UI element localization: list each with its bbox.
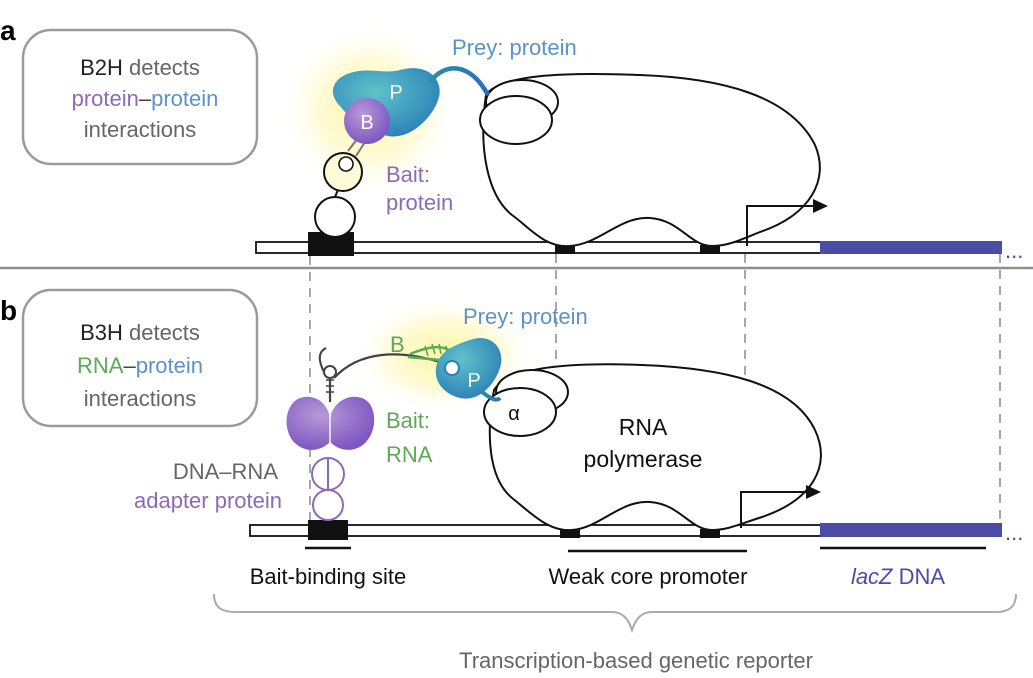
panel-a-ellipsis: ...: [1005, 238, 1023, 263]
panel-a-info-line1: B2H detects: [80, 55, 200, 80]
panel-a-polymerase: [482, 73, 821, 248]
panel-b-adapter-label-line2: adapter protein: [134, 488, 282, 513]
panel-b-polymerase-line1: RNA: [619, 414, 668, 440]
panel-b-promoter-block-1: [560, 529, 580, 538]
bait-site-label: Bait-binding site: [250, 564, 407, 589]
panel-a-dna: [255, 241, 917, 254]
panel-b-adapter-dbd-lower: [312, 489, 344, 521]
panel-b-bait-marker: B: [390, 332, 405, 357]
panel-b-lacz-bar: [820, 523, 1002, 537]
panel-a-bait-label-line2: protein: [386, 190, 453, 215]
panel-b-info-box: B3H detects RNA–protein interactions: [21, 288, 259, 428]
panel-a-promoter-block-2: [700, 245, 720, 254]
panel-b-prey-label: Prey: protein: [463, 304, 588, 329]
panel-a-info-box: B2H detects protein–protein interactions: [21, 28, 259, 166]
panel-a-letter: a: [0, 15, 16, 46]
panel-b-bait-label-line1: Bait:: [386, 408, 430, 433]
panel-a-prey-label: Prey: protein: [452, 35, 577, 60]
panel-b-prey-protein: [435, 338, 502, 399]
panel-a-bait-protein: [344, 98, 390, 144]
panel-b-alpha-ntd: [483, 387, 557, 437]
panel-b-info-line1: B3H detects: [80, 320, 200, 345]
panel-a-bait-marker: B: [360, 112, 373, 134]
panel-a: a B2H detects protein–protein interactio…: [0, 15, 1023, 263]
panel-b-adapter-label-line1: DNA–RNA: [173, 459, 278, 484]
panel-a-prey-marker: P: [389, 82, 402, 104]
panel-a-alpha-ntd: [479, 95, 553, 145]
reporter-brace: [213, 593, 1017, 634]
panel-a-prey-linker: [428, 66, 490, 97]
panel-b-bait-label-line2: RNA: [386, 442, 433, 467]
promoter-label: Weak core promoter: [549, 564, 748, 589]
panel-b-prey-linker: [480, 390, 502, 402]
panel-b-bait-site-block: [308, 520, 348, 540]
panel-a-tss-arrow: [746, 205, 815, 246]
panel-a-info-line2: protein–protein: [72, 86, 219, 111]
panel-a-lacz-bar: [820, 241, 1002, 254]
panel-b: b B3H detects RNA–protein interactions .…: [0, 288, 1023, 545]
panel-a-bait-label-line1: Bait:: [386, 162, 430, 187]
bottom-labels: Bait-binding site Weak core promoter lac…: [213, 546, 1017, 673]
lacz-label: lacZ DNA: [851, 564, 945, 589]
reporter-label: Transcription-based genetic reporter: [459, 648, 813, 673]
panel-b-polymerase-line2: polymerase: [584, 446, 703, 472]
panel-b-tss-arrowhead: [806, 485, 821, 499]
panel-b-polymerase: [488, 363, 822, 532]
panel-b-prey-marker: P: [467, 370, 480, 392]
panel-a-info-line3: interactions: [84, 117, 197, 142]
panel-b-alpha-marker: α: [508, 403, 520, 425]
panel-a-bait-dbd: [314, 196, 356, 238]
panel-b-prey-dot: [444, 360, 460, 376]
panel-b-tss-arrow: [740, 491, 808, 528]
panel-a-promoter-block-1: [555, 245, 575, 254]
panel-b-ellipsis: ...: [1005, 520, 1023, 545]
panel-b-letter: b: [0, 295, 17, 326]
panel-b-info-line2: RNA–protein: [77, 353, 203, 378]
panel-b-promoter-block-2: [700, 529, 720, 538]
panel-a-tss-arrowhead: [813, 199, 828, 213]
panel-a-bait-fusion-dot: [338, 156, 354, 172]
panel-b-info-line3: interactions: [84, 386, 197, 411]
